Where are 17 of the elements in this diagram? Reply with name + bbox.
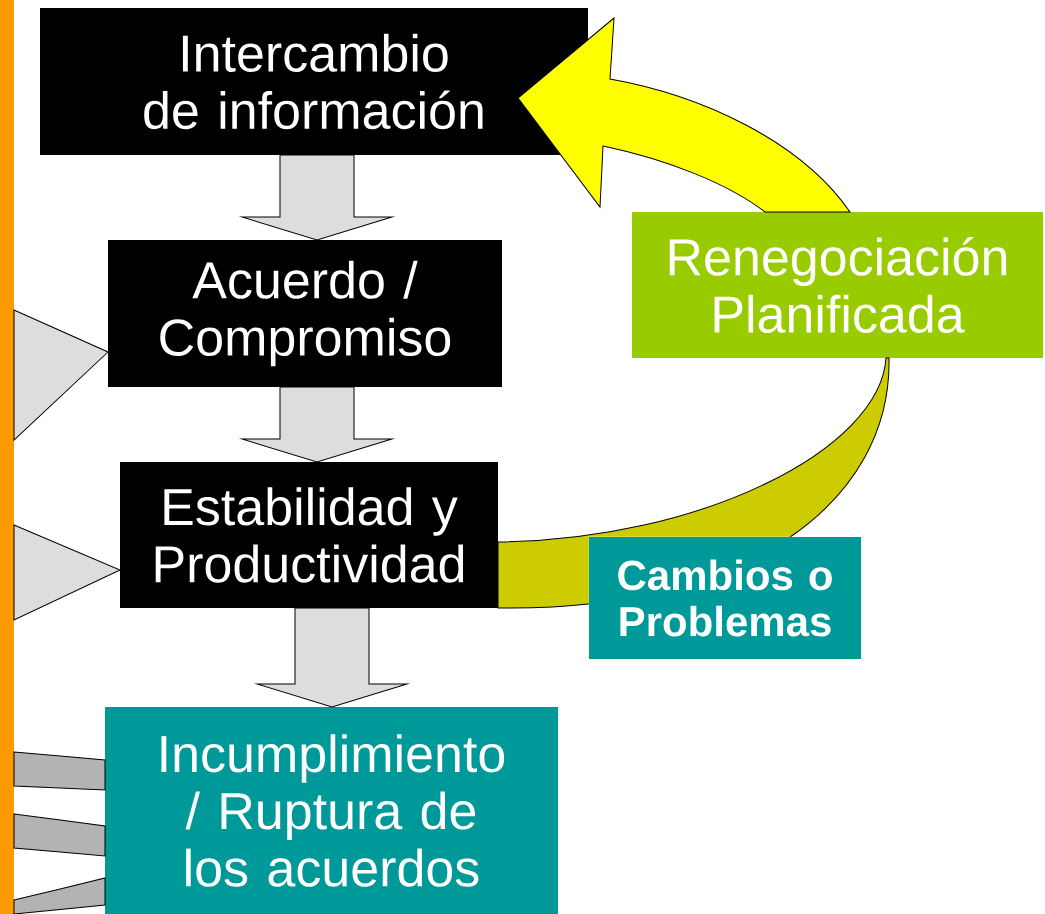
triangle-arrow [13, 309, 109, 441]
block-arrow [256, 607, 408, 708]
process-box: Acuerdo / Compromiso [108, 240, 502, 387]
side-bar [0, 0, 14, 914]
process-box: Renegociación Planificada [632, 212, 1043, 358]
block-arrow [241, 154, 393, 241]
curved-band [497, 357, 890, 609]
process-box: Estabilidad y Productividad [120, 462, 498, 608]
connector-band [13, 877, 106, 914]
block-arrow [241, 386, 393, 463]
triangle-arrow [13, 524, 121, 621]
process-box: Incumplimiento / Ruptura de los acuerdos [105, 707, 558, 914]
curved-arrow [517, 17, 851, 213]
label-box: Cambios o Problemas [589, 537, 861, 659]
connector-band [13, 813, 106, 857]
connector-band [13, 751, 106, 791]
process-box: Intercambio de información [40, 8, 588, 155]
